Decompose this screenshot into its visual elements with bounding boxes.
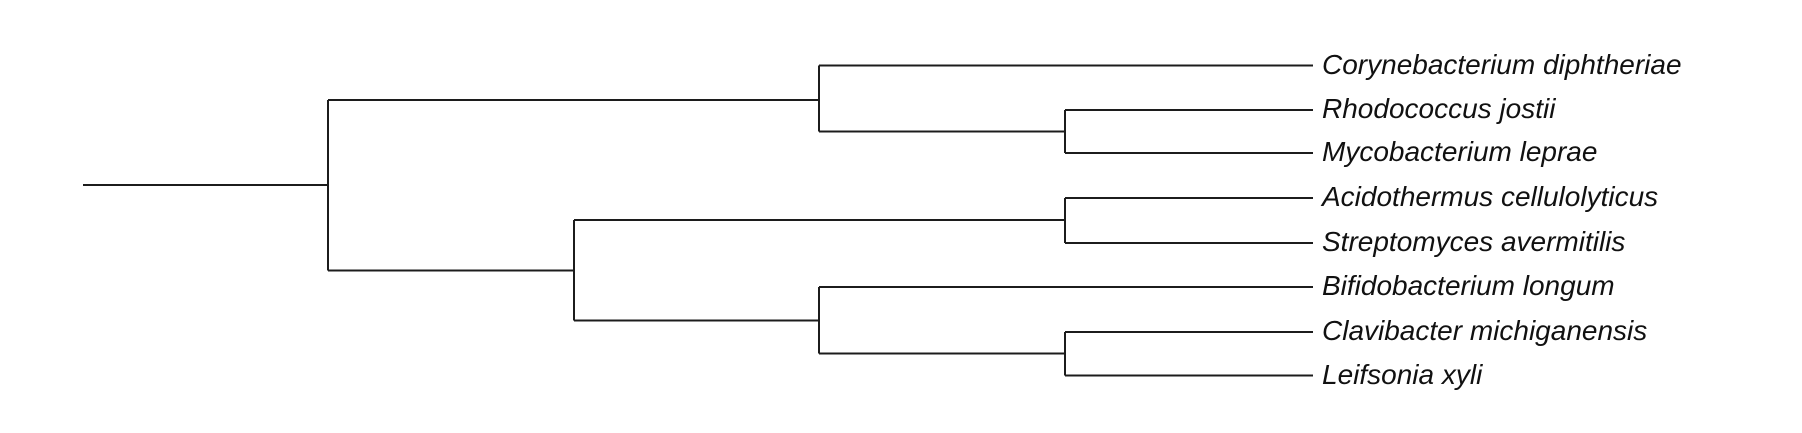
species-label-acidothermus-cellulolyticus: Acidothermus cellulolyticus bbox=[1322, 180, 1659, 212]
species-label-streptomyces-avermitilis: Streptomyces avermitilis bbox=[1322, 225, 1626, 257]
species-label-clavibacter-michiganensis: Clavibacter michiganensis bbox=[1322, 314, 1648, 346]
species-label-rhodococcus-jostii: Rhodococcus jostii bbox=[1322, 92, 1556, 124]
species-label-bifidobacterium-longum: Bifidobacterium longum bbox=[1322, 269, 1615, 301]
species-label-leifsonia-xyli: Leifsonia xyli bbox=[1322, 358, 1483, 390]
species-label-corynebacterium-diphtheriae: Corynebacterium diphtheriae bbox=[1322, 48, 1682, 80]
species-label-mycobacterium-leprae: Mycobacterium leprae bbox=[1322, 135, 1598, 167]
